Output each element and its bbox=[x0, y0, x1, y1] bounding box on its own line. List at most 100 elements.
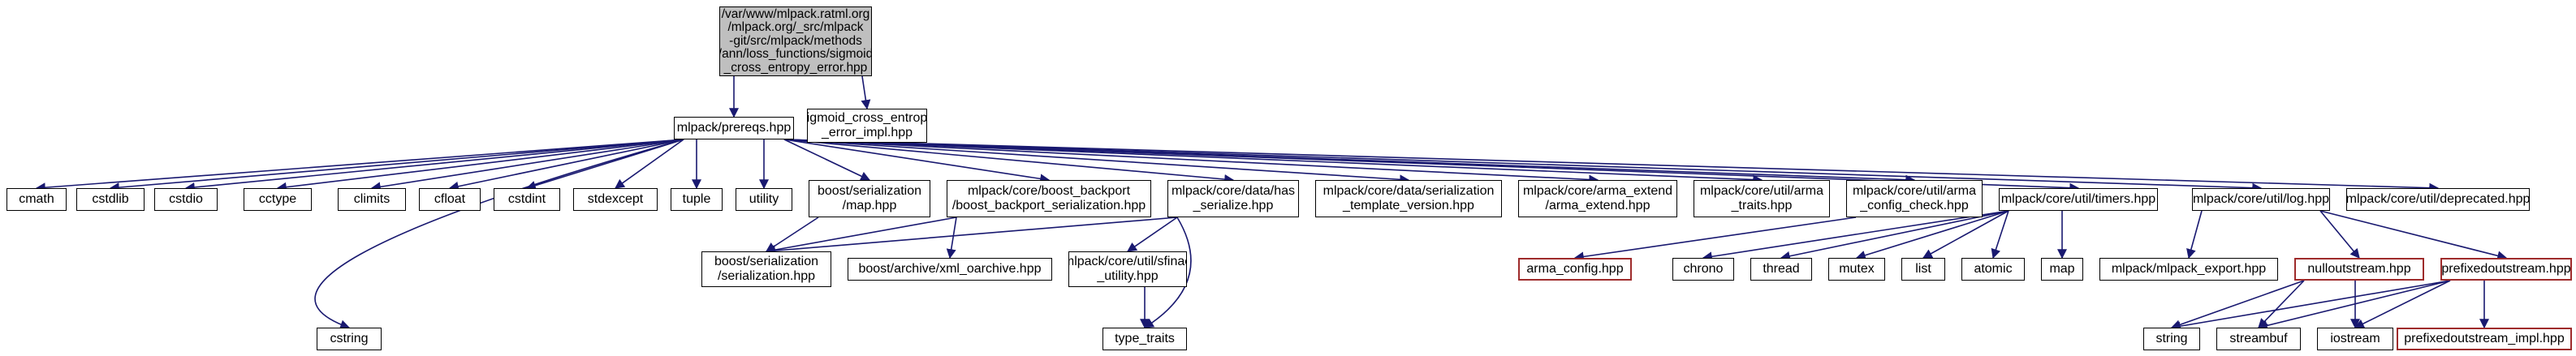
node-label-line: tuple bbox=[682, 192, 711, 206]
node-label-line: mlpack/core/util/timers.hpp bbox=[2000, 192, 2156, 206]
node-arma_extend[interactable]: mlpack/core/arma_extend/arma_extend.hpp bbox=[1518, 180, 1677, 217]
node-label-line: cmath bbox=[19, 192, 54, 206]
node-label-line: cctype bbox=[258, 192, 297, 206]
node-label-line: mlpack/core/arma_extend bbox=[1522, 184, 1673, 198]
node-label-line: /map.hpp bbox=[842, 199, 897, 212]
node-label-line: string bbox=[2155, 332, 2188, 345]
node-cctype: cctype bbox=[244, 188, 312, 211]
node-log[interactable]: mlpack/core/util/log.hpp bbox=[2192, 188, 2330, 211]
node-label-line: boost/serialization bbox=[714, 255, 819, 268]
node-label-line: cstdio bbox=[169, 192, 203, 206]
edge-timers-to-thread bbox=[1780, 210, 2009, 261]
node-label-line: cstring bbox=[330, 332, 369, 345]
edge-prereqs-to-log bbox=[783, 139, 2263, 193]
node-atomic: atomic bbox=[1961, 258, 2025, 281]
node-thread: thread bbox=[1750, 258, 1812, 281]
node-map: map bbox=[2041, 258, 2083, 281]
node-label-line: -git/src/mlpack/methods bbox=[729, 33, 862, 48]
node-nulloutstream[interactable]: nulloutstream.hpp bbox=[2294, 258, 2424, 281]
node-label-line: type_traits bbox=[1115, 332, 1175, 345]
edge-prefixedoutstream-to-string bbox=[2170, 280, 2451, 332]
edge-nulloutstream-to-streambuf bbox=[2258, 280, 2305, 328]
node-label-line: stdexcept bbox=[587, 192, 644, 206]
node-label-line: mlpack/mlpack_export.hpp bbox=[2111, 262, 2267, 276]
node-prefixed_impl[interactable]: prefixedoutstream_impl.hpp bbox=[2397, 328, 2572, 350]
node-cstdint: cstdint bbox=[494, 188, 560, 211]
edge-timers-to-atomic bbox=[1991, 210, 2009, 259]
node-label-line: /serialization.hpp bbox=[717, 269, 816, 283]
node-cstring: cstring bbox=[317, 328, 382, 350]
node-timers[interactable]: mlpack/core/util/timers.hpp bbox=[1999, 188, 2158, 211]
node-mutex: mutex bbox=[1828, 258, 1885, 281]
node-boost_map: boost/serialization/map.hpp bbox=[809, 180, 930, 217]
edge-log-to-mlpack_export bbox=[2186, 210, 2203, 259]
node-label-line: prefixedoutstream_impl.hpp bbox=[2404, 332, 2565, 345]
node-impl[interactable]: sigmoid_cross_entropy_error_impl.hpp bbox=[807, 109, 927, 143]
node-label-line: utility bbox=[749, 192, 779, 206]
node-chrono: chrono bbox=[1672, 258, 1734, 281]
node-list: list bbox=[1901, 258, 1945, 281]
node-label-line: boost/archive/xml_oarchive.hpp bbox=[858, 262, 1042, 276]
node-label-line: boost/serialization bbox=[817, 184, 922, 198]
node-label-line: _config_check.hpp bbox=[1860, 199, 1969, 212]
node-main: /var/www/mlpack.ratml.org/mlpack.org/_sr… bbox=[719, 6, 872, 76]
node-label-line: mlpack/prereqs.hpp bbox=[676, 121, 792, 135]
node-label-line: /mlpack.org/_src/mlpack bbox=[727, 20, 864, 35]
edge-prefixedoutstream-to-iostream bbox=[2354, 280, 2451, 328]
node-cstdio: cstdio bbox=[154, 188, 218, 211]
node-string: string bbox=[2143, 328, 2200, 350]
node-prefixedoutstream[interactable]: prefixedoutstream.hpp bbox=[2440, 258, 2572, 281]
node-boost_serialization: boost/serialization/serialization.hpp bbox=[701, 251, 831, 287]
node-label-line: _utility.hpp bbox=[1097, 269, 1159, 283]
node-deprecated[interactable]: mlpack/core/util/deprecated.hpp bbox=[2346, 188, 2530, 211]
node-ser_tmpl_version[interactable]: mlpack/core/data/serialization_template_… bbox=[1315, 180, 1502, 217]
node-prereqs[interactable]: mlpack/prereqs.hpp bbox=[674, 117, 794, 139]
node-label-line: _template_version.hpp bbox=[1343, 199, 1474, 212]
edge-prereqs-to-ser_tmpl_version bbox=[783, 139, 1410, 185]
node-utility: utility bbox=[736, 188, 792, 211]
node-stdexcept: stdexcept bbox=[573, 188, 658, 211]
edge-prereqs-to-cstdlib bbox=[109, 139, 684, 193]
node-cstdlib: cstdlib bbox=[76, 188, 145, 211]
node-tuple: tuple bbox=[671, 188, 723, 211]
node-sfinae[interactable]: mlpack/core/util/sfinae_utility.hpp bbox=[1068, 251, 1187, 287]
edge-timers-to-list bbox=[1922, 210, 2009, 259]
node-label-line: prefixedoutstream.hpp bbox=[2441, 262, 2571, 276]
node-xml_oarchive: boost/archive/xml_oarchive.hpp bbox=[848, 258, 1052, 281]
node-label-line: /boost_backport_serialization.hpp bbox=[951, 199, 1146, 212]
node-label-line: _error_impl.hpp bbox=[821, 126, 913, 139]
node-label-line: _serialize.hpp bbox=[1193, 199, 1274, 212]
node-cfloat: cfloat bbox=[419, 188, 481, 211]
node-mlpack_export[interactable]: mlpack/mlpack_export.hpp bbox=[2099, 258, 2278, 281]
edge-prereqs-to-has_serialize bbox=[783, 139, 1235, 185]
edge-prefixedoutstream-to-streambuf bbox=[2257, 280, 2451, 331]
node-label-line: thread bbox=[1763, 262, 1800, 276]
node-label-line: list bbox=[1915, 262, 1931, 276]
node-label-line: mlpack/core/data/serialization bbox=[1323, 184, 1495, 198]
edge-boost_backport-to-boost_serialization bbox=[765, 217, 957, 255]
node-label-line: cfloat bbox=[434, 192, 466, 206]
node-arma_config[interactable]: arma_config.hpp bbox=[1518, 258, 1632, 281]
node-label-line: sigmoid_cross_entropy bbox=[807, 111, 927, 125]
node-label-line: mlpack/core/util/log.hpp bbox=[2192, 192, 2330, 206]
edge-main-to-impl bbox=[861, 75, 871, 110]
edge-has_serialize-to-boost_serialization bbox=[765, 217, 1178, 256]
edge-log-to-nulloutstream bbox=[2319, 210, 2360, 259]
node-has_serialize[interactable]: mlpack/core/data/has_serialize.hpp bbox=[1167, 180, 1299, 217]
node-label-line: nulloutstream.hpp bbox=[2307, 262, 2411, 276]
edge-prereqs-to-cfloat bbox=[448, 139, 684, 191]
node-label-line: /ann/loss_functions/sigmoid bbox=[719, 47, 872, 62]
node-climits: climits bbox=[338, 188, 406, 211]
edge-prereqs-to-cstring bbox=[314, 139, 684, 330]
node-label-line: _cross_entropy_error.hpp bbox=[723, 60, 868, 75]
edge-timers-to-mutex bbox=[1855, 210, 2009, 260]
node-arma_traits[interactable]: mlpack/core/util/arma_traits.hpp bbox=[1694, 180, 1830, 217]
node-label-line: cstdlib bbox=[92, 192, 129, 206]
edge-nulloutstream-to-string bbox=[2170, 280, 2305, 330]
edge-has_serialize-to-type_traits bbox=[1143, 217, 1192, 328]
node-arma_config_check[interactable]: mlpack/core/util/arma_config_check.hpp bbox=[1846, 180, 1983, 217]
edge-log-to-prefixedoutstream bbox=[2319, 210, 2508, 261]
node-boost_backport[interactable]: mlpack/core/boost_backport/boost_backpor… bbox=[947, 180, 1151, 217]
node-label-line: mlpack/core/util/sfinae bbox=[1068, 255, 1187, 268]
